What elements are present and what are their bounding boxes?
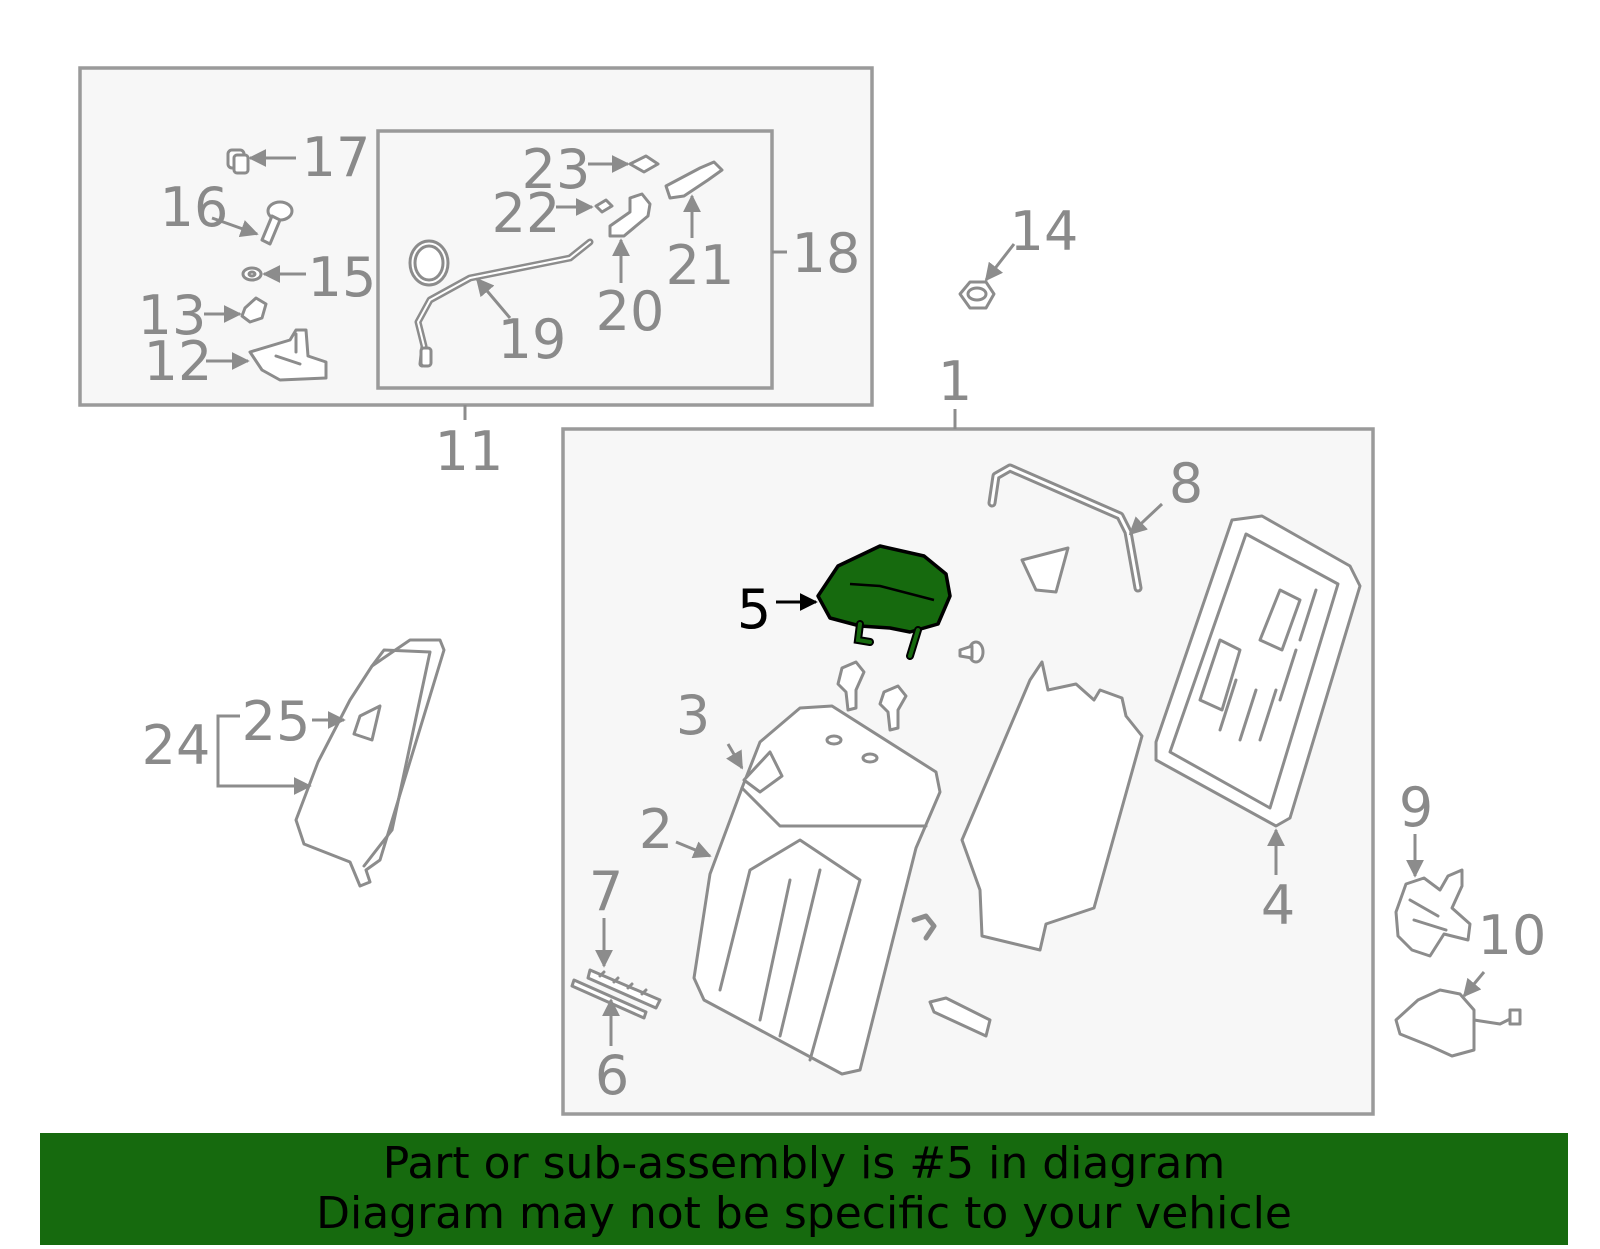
callout-8: 8 — [1169, 452, 1203, 515]
callout-2: 2 — [639, 798, 673, 861]
callout-13: 13 — [138, 284, 207, 347]
callout-15: 15 — [308, 246, 377, 309]
part-24-side-trim — [294, 638, 446, 888]
part-20-retainer — [608, 192, 652, 238]
callout-16: 16 — [160, 176, 229, 239]
part-19-cable — [408, 238, 594, 368]
callout-18: 18 — [792, 222, 861, 285]
callout-5: 5 — [737, 578, 771, 641]
callout-7: 7 — [589, 860, 623, 923]
part-21-connector — [664, 160, 724, 200]
callout-24: 24 — [142, 714, 211, 777]
part-8-rod — [987, 463, 1143, 593]
callout-4: 4 — [1261, 874, 1295, 937]
part-guide-right — [878, 684, 908, 732]
part-block — [928, 996, 992, 1038]
banner-line-part: Part or sub-assembly is #5 in diagram — [382, 1138, 1226, 1189]
callout-14: 14 — [1010, 200, 1079, 263]
part-13-clip — [240, 296, 268, 324]
callout-17: 17 — [302, 126, 371, 189]
callout-22: 22 — [492, 182, 561, 245]
part-23-cap — [628, 154, 660, 174]
callout-9: 9 — [1399, 776, 1433, 839]
part-back-panel — [960, 660, 1144, 952]
callout-6: 6 — [595, 1044, 629, 1107]
callout-11: 11 — [435, 420, 504, 483]
part-7-strip — [586, 968, 662, 1010]
callout-19: 19 — [498, 308, 567, 371]
callout-12: 12 — [144, 330, 213, 393]
callout-3: 3 — [676, 684, 710, 747]
callout-1: 1 — [938, 350, 972, 413]
callout-25: 25 — [242, 690, 311, 753]
part-guide-left — [836, 660, 866, 712]
part-hook — [911, 913, 937, 941]
part-2-seatback-pad — [692, 704, 942, 1076]
part-14-nut — [958, 280, 996, 310]
callout-10: 10 — [1478, 904, 1547, 967]
callout-21: 21 — [666, 234, 735, 297]
part-small-bolt — [958, 640, 985, 664]
part-16-screw — [260, 200, 294, 246]
part-17-bolt — [226, 148, 250, 175]
banner-line-disclaimer: Diagram may not be specific to your vehi… — [316, 1188, 1292, 1239]
callout-23: 23 — [522, 138, 591, 201]
part-4-frame — [1154, 514, 1362, 828]
callout-20: 20 — [596, 280, 665, 343]
part-9-bracket — [1394, 868, 1472, 958]
part-pad — [1020, 546, 1070, 594]
part-10-latch — [1394, 988, 1522, 1058]
part-15-clip — [241, 266, 263, 282]
part-12-bracket — [248, 328, 328, 382]
part-22-clip — [594, 198, 614, 214]
info-banner: Part or sub-assembly is #5 in diagram Di… — [40, 1133, 1568, 1245]
part-5-headrest — [816, 544, 952, 660]
